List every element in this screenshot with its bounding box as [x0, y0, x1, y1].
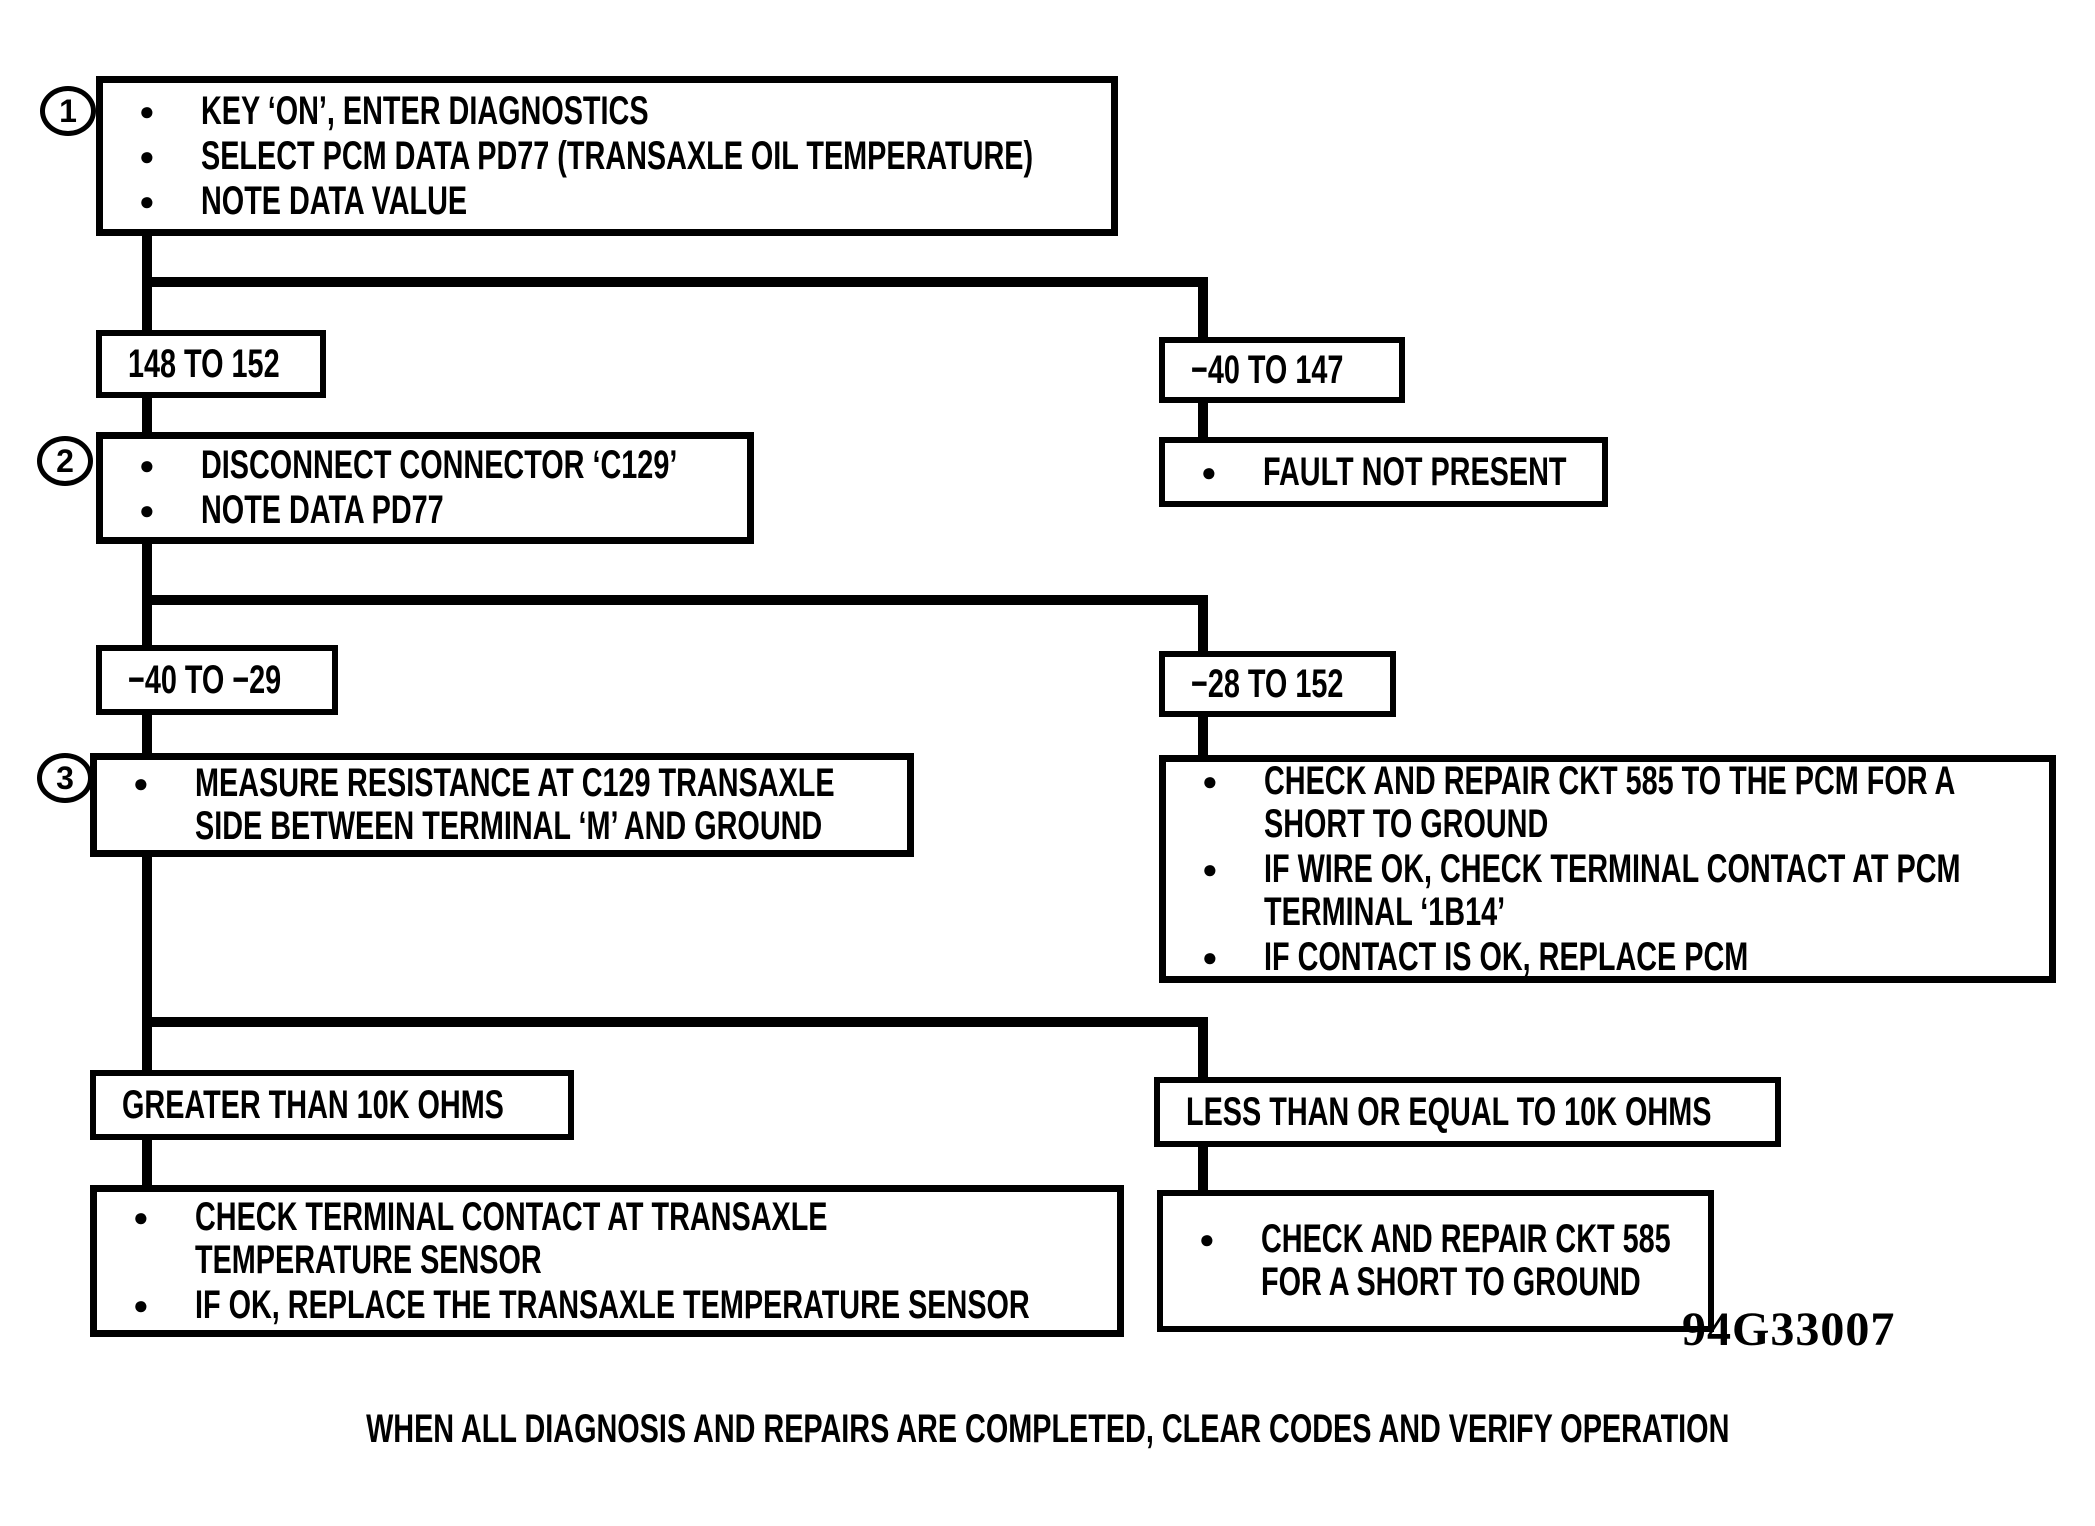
- connector-line: [1198, 1020, 1208, 1082]
- connector-line: [142, 1134, 152, 1191]
- node-step2-text-2: NOTE DATA PD77: [201, 488, 444, 532]
- connector-line: [1198, 712, 1208, 760]
- node-repair-short-text-a: CHECK AND REPAIR CKT 585: [1261, 1217, 1671, 1261]
- node-step2: ● DISCONNECT CONNECTOR ‘C129’ ● NOTE DAT…: [96, 432, 754, 544]
- bullet-icon: ●: [133, 1201, 149, 1232]
- branch-label: −40 TO 147: [1191, 347, 1344, 392]
- node-step3: ● MEASURE RESISTANCE AT C129 TRANSAXLE S…: [90, 753, 914, 857]
- node-step1-text-1: KEY ‘ON’, ENTER DIAGNOSTICS: [201, 88, 649, 133]
- bullet-icon: ●: [139, 185, 155, 216]
- footer-note-text: WHEN ALL DIAGNOSIS AND REPAIRS ARE COMPL…: [365, 1407, 1730, 1451]
- connector-line: [142, 392, 152, 438]
- node-step3-text-line1: MEASURE RESISTANCE AT C129 TRANSAXLE: [195, 761, 835, 805]
- step-number: 2: [56, 442, 74, 479]
- node-step1: ● KEY ‘ON’, ENTER DIAGNOSTICS ● SELECT P…: [96, 76, 1118, 236]
- step-number: 1: [59, 92, 77, 129]
- bullet-icon: ●: [1199, 1224, 1215, 1254]
- node-repair-ckt585-short: ● CHECK AND REPAIR CKT 585 FOR A SHORT T…: [1157, 1190, 1714, 1332]
- connector-line: [1198, 398, 1208, 442]
- node-check-sensor-text-2: IF OK, REPLACE THE TRANSAXLE TEMPERATURE…: [195, 1282, 1030, 1327]
- bullet-icon: ●: [139, 140, 155, 171]
- connector-line: [142, 1017, 1208, 1027]
- node-step2-text-1: DISCONNECT CONNECTOR ‘C129’: [201, 443, 678, 487]
- node-repair-pcm-text-2b: TERMINAL ‘1B14’: [1264, 889, 1506, 934]
- connector-line: [142, 538, 152, 650]
- step-number-badge-1: 1: [40, 86, 96, 136]
- branch-label: 148 TO 152: [128, 341, 280, 386]
- figure-code: 94G33007: [1682, 1303, 1896, 1356]
- node-repair-ckt585-pcm: ● CHECK AND REPAIR CKT 585 TO THE PCM FO…: [1159, 755, 2056, 983]
- branch-label: −28 TO 152: [1191, 661, 1344, 706]
- node-check-sensor-contact: ● CHECK TERMINAL CONTACT AT TRANSAXLE TE…: [90, 1185, 1124, 1337]
- branch-label: LESS THAN OR EQUAL TO 10K OHMS: [1186, 1089, 1712, 1134]
- branch-minus40-to-minus29: −40 TO −29: [96, 645, 338, 715]
- node-fault-not-present: ● FAULT NOT PRESENT: [1159, 437, 1608, 507]
- connector-line: [1198, 598, 1208, 656]
- bullet-icon: ●: [133, 768, 149, 798]
- connector-line: [142, 850, 152, 1076]
- bullet-icon: ●: [1202, 853, 1218, 884]
- node-check-sensor-text-1b: TEMPERATURE SENSOR: [195, 1237, 542, 1282]
- connector-line: [1198, 1142, 1208, 1195]
- bullet-icon: ●: [139, 95, 155, 126]
- node-fault-text: FAULT NOT PRESENT: [1263, 449, 1567, 494]
- node-repair-pcm-text-1b: SHORT TO GROUND: [1264, 801, 1549, 846]
- bullet-icon: ●: [139, 450, 155, 480]
- footer-note: WHEN ALL DIAGNOSIS AND REPAIRS ARE COMPL…: [0, 1408, 2095, 1451]
- branch-minus40-to-147: −40 TO 147: [1159, 337, 1405, 403]
- bullet-icon: ●: [1202, 941, 1218, 972]
- step-number: 3: [56, 759, 74, 796]
- node-step1-text-2: SELECT PCM DATA PD77 (TRANSAXLE OIL TEMP…: [201, 133, 1034, 178]
- connector-line: [142, 710, 152, 758]
- node-step1-text-3: NOTE DATA VALUE: [201, 178, 468, 223]
- branch-148-to-152: 148 TO 152: [96, 330, 326, 398]
- branch-label: −40 TO −29: [128, 657, 282, 702]
- node-check-sensor-text-1a: CHECK TERMINAL CONTACT AT TRANSAXLE: [195, 1194, 828, 1239]
- branch-greater-than-10k: GREATER THAN 10K OHMS: [90, 1070, 574, 1140]
- step-number-badge-3: 3: [37, 753, 93, 803]
- bullet-icon: ●: [139, 495, 155, 525]
- node-repair-pcm-text-1a: CHECK AND REPAIR CKT 585 TO THE PCM FOR …: [1264, 758, 1956, 803]
- node-repair-pcm-text-2a: IF WIRE OK, CHECK TERMINAL CONTACT AT PC…: [1264, 846, 1961, 891]
- connector-line: [142, 595, 1208, 605]
- node-step3-text-line2: SIDE BETWEEN TERMINAL ‘M’ AND GROUND: [195, 804, 823, 848]
- connector-line: [1198, 280, 1208, 342]
- bullet-icon: ●: [1201, 456, 1217, 487]
- bullet-icon: ●: [1202, 765, 1218, 796]
- branch-less-equal-10k: LESS THAN OR EQUAL TO 10K OHMS: [1154, 1077, 1781, 1147]
- node-repair-pcm-text-3: IF CONTACT IS OK, REPLACE PCM: [1264, 934, 1749, 979]
- step-number-badge-2: 2: [37, 436, 93, 486]
- bullet-icon: ●: [133, 1289, 149, 1320]
- node-repair-short-text-b: FOR A SHORT TO GROUND: [1261, 1260, 1641, 1304]
- branch-label: GREATER THAN 10K OHMS: [122, 1082, 504, 1127]
- connector-line: [142, 277, 1208, 287]
- branch-minus28-to-152: −28 TO 152: [1159, 651, 1396, 717]
